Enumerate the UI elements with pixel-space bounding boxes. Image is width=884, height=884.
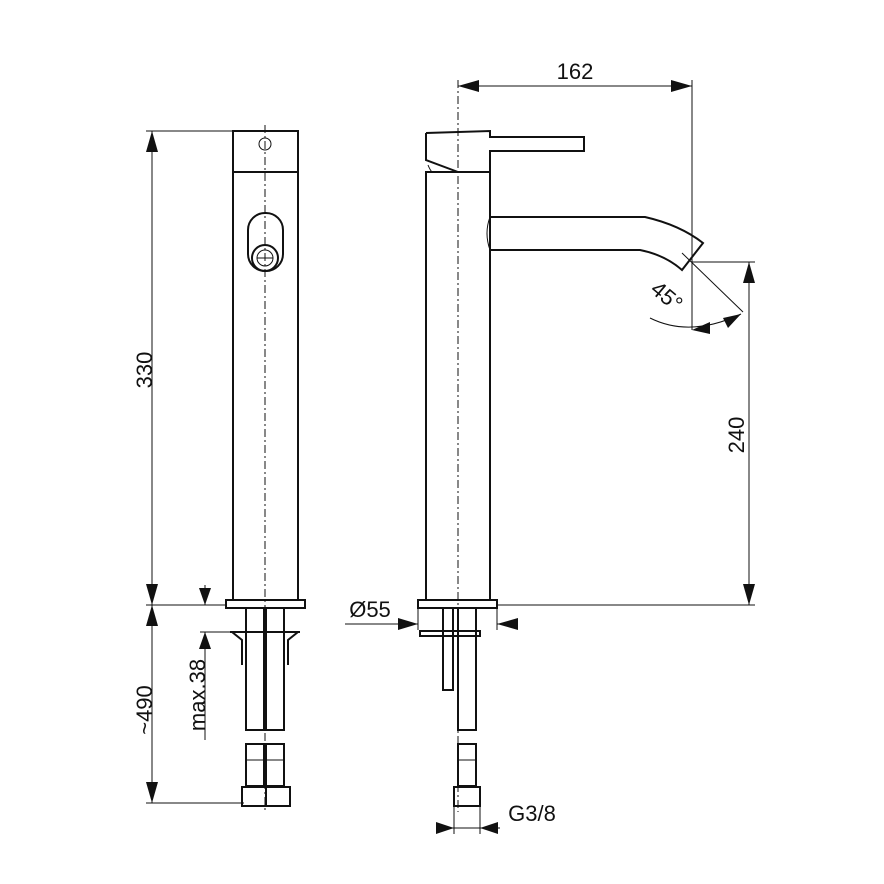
drawing-line [146, 584, 158, 605]
drawing-line [398, 618, 418, 630]
dimension-490: ~490 [132, 605, 244, 804]
dimension-162: 162 [458, 59, 693, 330]
dimension-d55: Ø55 [345, 597, 518, 630]
nut-left [241, 786, 267, 807]
dimension-45-degrees: 45° [646, 252, 744, 334]
dim-label-330: 330 [132, 352, 157, 389]
dim-label-490: ~490 [132, 685, 157, 735]
drawing-line [199, 632, 211, 649]
drawing-line [146, 605, 158, 626]
side-view [417, 80, 705, 812]
dimension-240: 240 [497, 261, 755, 606]
drawing-line [723, 314, 741, 328]
drawing-line [146, 131, 158, 152]
hose-right [265, 607, 285, 731]
drawing-line [146, 782, 158, 803]
dimension-330: 330 [132, 130, 233, 606]
drawing-line [743, 584, 755, 605]
spout [490, 216, 705, 272]
dimension-g38: G3/8 [436, 801, 556, 834]
dim-label-d55: Ø55 [349, 597, 391, 622]
front-view [225, 125, 306, 810]
drawing-line [486, 216, 491, 251]
dim-label-max38: max.38 [185, 659, 210, 731]
hose-left [245, 607, 265, 731]
drawing-line [458, 80, 479, 92]
drawing-line [199, 588, 211, 605]
lever-handle [425, 129, 585, 173]
connector-right [265, 743, 285, 787]
side-nut [453, 786, 481, 807]
dimension-max-38: max.38 [185, 585, 246, 740]
dim-label-162: 162 [557, 59, 594, 84]
drawing-line [671, 80, 692, 92]
dim-label-240: 240 [724, 417, 749, 454]
side-mounting-bracket [419, 630, 481, 637]
drawing-line [692, 322, 710, 334]
connector-left [245, 743, 265, 787]
drawing-line [497, 618, 518, 630]
threaded-rod [442, 607, 454, 691]
dim-label-g38: G3/8 [508, 801, 556, 826]
dim-label-45: 45° [646, 276, 688, 317]
drawing-line [436, 822, 454, 834]
nut-right [265, 786, 291, 807]
side-connector [457, 743, 477, 787]
drawing-line [480, 822, 498, 834]
drawing-line [681, 252, 744, 313]
side-hose [457, 607, 477, 731]
drawing-line [427, 164, 433, 173]
drawing-line [743, 262, 755, 283]
